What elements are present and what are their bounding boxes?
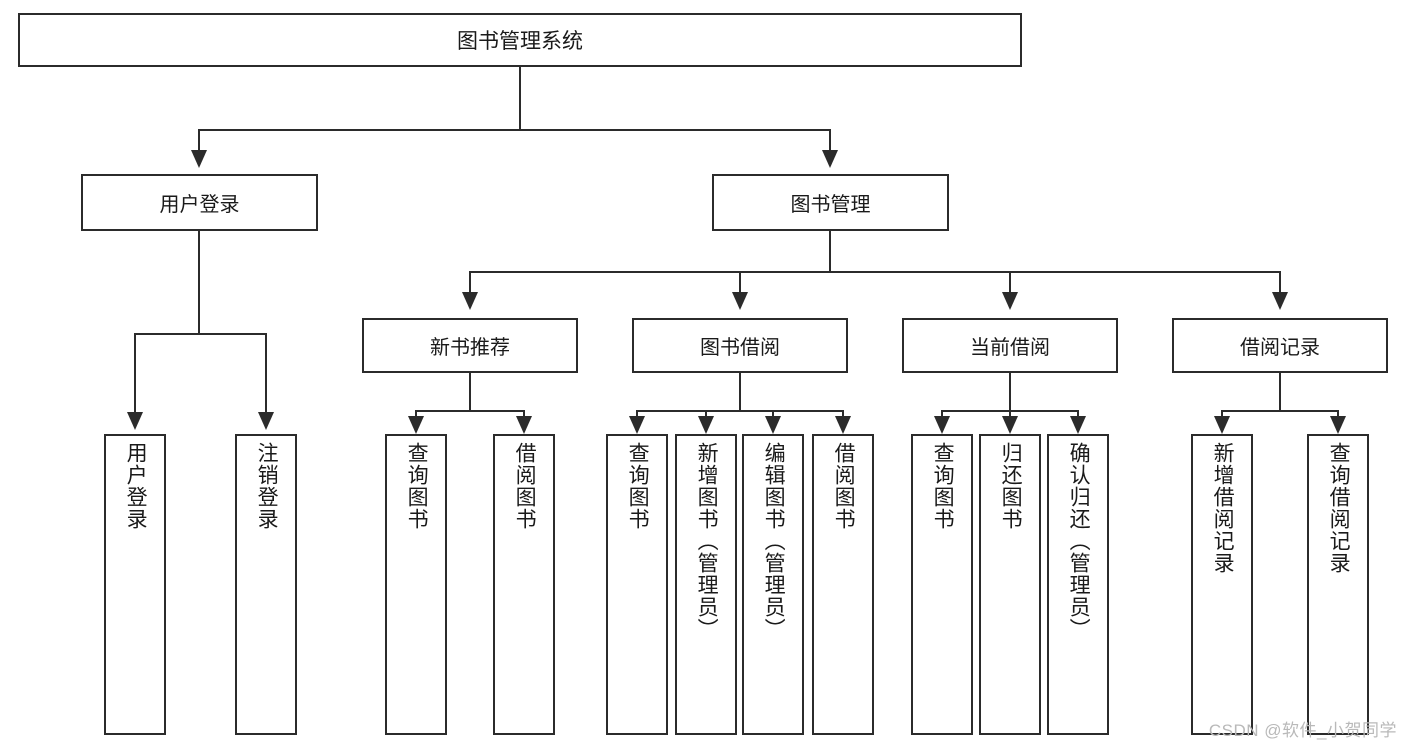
connector-nbr-drop-2 [523, 410, 525, 418]
leaf-label: 查询借阅记录 [1327, 442, 1351, 574]
connector-nbr-bus [415, 410, 525, 412]
node-user-login[interactable]: 用户登录 [81, 174, 318, 231]
connector-bb-drop-2 [705, 410, 707, 418]
arrowhead-leaf-query-record [1330, 416, 1346, 434]
leaf-add-book[interactable]: 新增图书（管理员） [675, 434, 737, 735]
connector-br-bus [1221, 410, 1339, 412]
node-label: 当前借阅 [970, 337, 1050, 359]
connector-cb-drop-3 [1077, 410, 1079, 418]
node-label: 图书借阅 [700, 337, 780, 359]
arrowhead-leaf-return-book [1002, 416, 1018, 434]
arrowhead-leaf-add-book [698, 416, 714, 434]
node-label: 图书管理系统 [457, 30, 583, 53]
connector-bm-drop-4 [1279, 271, 1281, 293]
arrowhead-new-book-recommend [462, 292, 478, 310]
node-label: 用户登录 [159, 194, 240, 216]
arrowhead-leaf-query-book-3 [934, 416, 950, 434]
leaf-label: 查询图书 [626, 442, 650, 530]
node-book-borrow[interactable]: 图书借阅 [632, 318, 848, 373]
connector-cb-stem [1009, 373, 1011, 411]
connector-bb-bus [636, 410, 844, 412]
connector-root-to-book-management [829, 129, 831, 151]
connector-user-login-drop-2 [265, 333, 267, 413]
leaf-label: 归还图书 [999, 442, 1023, 530]
arrowhead-borrow-record [1272, 292, 1288, 310]
leaf-return-book[interactable]: 归还图书 [979, 434, 1041, 735]
arrowhead-leaf-query-book-2 [629, 416, 645, 434]
connector-br-stem [1279, 373, 1281, 411]
connector-book-management-bus [469, 271, 1281, 273]
csdn-watermark: CSDN @软件_小贺同学 [1208, 721, 1397, 740]
arrowhead-leaf-add-record [1214, 416, 1230, 434]
node-new-book-recommend[interactable]: 新书推荐 [362, 318, 578, 373]
leaf-borrow-book-2[interactable]: 借阅图书 [812, 434, 874, 735]
node-book-management[interactable]: 图书管理 [712, 174, 949, 231]
connector-br-drop-1 [1221, 410, 1223, 418]
arrowhead-leaf-borrow-book-1 [516, 416, 532, 434]
connector-bb-stem [739, 373, 741, 411]
leaf-query-book-1[interactable]: 查询图书 [385, 434, 447, 735]
leaf-confirm-return[interactable]: 确认归还（管理员） [1047, 434, 1109, 735]
leaf-edit-book[interactable]: 编辑图书（管理员） [742, 434, 804, 735]
connector-nbr-drop-1 [415, 410, 417, 418]
connector-bb-drop-3 [772, 410, 774, 418]
connector-bm-drop-3 [1009, 271, 1011, 293]
connector-user-login-drop-1 [134, 333, 136, 413]
connector-book-management-stem [829, 231, 831, 272]
leaf-label: 注销登录 [255, 442, 279, 530]
arrowhead-leaf-confirm-return [1070, 416, 1086, 434]
connector-user-login-stem [198, 231, 200, 334]
leaf-add-record[interactable]: 新增借阅记录 [1191, 434, 1253, 735]
arrowhead-leaf-logout-login [258, 412, 274, 430]
connector-bm-drop-1 [469, 271, 471, 293]
arrowhead-current-borrow [1002, 292, 1018, 310]
node-current-borrow[interactable]: 当前借阅 [902, 318, 1118, 373]
leaf-label: 查询图书 [405, 442, 429, 530]
connector-cb-drop-2 [1009, 410, 1011, 418]
node-label: 新书推荐 [430, 337, 510, 359]
arrowhead-book-borrow [732, 292, 748, 310]
arrowhead-book-management [822, 150, 838, 168]
node-label: 图书管理 [790, 194, 871, 216]
arrowhead-leaf-edit-book [765, 416, 781, 434]
leaf-label: 编辑图书（管理员） [762, 442, 786, 640]
connector-bb-drop-4 [842, 410, 844, 418]
arrowhead-user-login [191, 150, 207, 168]
node-borrow-record[interactable]: 借阅记录 [1172, 318, 1388, 373]
leaf-label: 借阅图书 [832, 442, 856, 530]
leaf-label: 新增借阅记录 [1211, 442, 1235, 574]
connector-root-to-user-login [198, 129, 200, 151]
leaf-label: 新增图书（管理员） [695, 442, 719, 640]
leaf-query-book-3[interactable]: 查询图书 [911, 434, 973, 735]
connector-cb-drop-1 [941, 410, 943, 418]
connector-user-login-bus [134, 333, 266, 335]
leaf-label: 用户登录 [124, 442, 148, 530]
arrowhead-leaf-query-book-1 [408, 416, 424, 434]
connector-bm-drop-2 [739, 271, 741, 293]
arrowhead-leaf-borrow-book-2 [835, 416, 851, 434]
leaf-borrow-book-1[interactable]: 借阅图书 [493, 434, 555, 735]
node-label: 借阅记录 [1240, 337, 1320, 359]
node-root-book-management-system[interactable]: 图书管理系统 [18, 13, 1022, 67]
leaf-query-book-2[interactable]: 查询图书 [606, 434, 668, 735]
connector-br-drop-2 [1337, 410, 1339, 418]
connector-root-bus [198, 129, 830, 131]
leaf-logout-login[interactable]: 注销登录 [235, 434, 297, 735]
leaf-label: 查询图书 [931, 442, 955, 530]
leaf-label: 借阅图书 [513, 442, 537, 530]
leaf-label: 确认归还（管理员） [1067, 442, 1091, 640]
connector-root-stem [519, 67, 521, 130]
arrowhead-leaf-user-login [127, 412, 143, 430]
leaf-query-record[interactable]: 查询借阅记录 [1307, 434, 1369, 735]
leaf-user-login[interactable]: 用户登录 [104, 434, 166, 735]
connector-bb-drop-1 [636, 410, 638, 418]
connector-nbr-stem [469, 373, 471, 411]
